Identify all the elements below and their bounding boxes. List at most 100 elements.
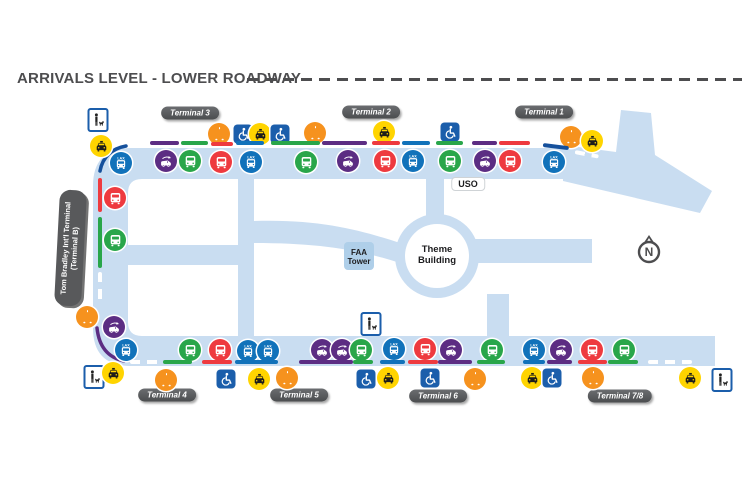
shuttle-icon-orange: t x="3.6" y="2.6" width="12.8" height="1…	[304, 122, 326, 144]
bus-icon-red	[210, 151, 232, 173]
bus-icon-green	[613, 339, 635, 361]
pet-relief-icon	[87, 108, 109, 132]
taxi-icon	[581, 130, 603, 152]
svg-text:LAX: LAX	[247, 155, 255, 159]
taxi-icon	[521, 367, 543, 389]
route-line-purple	[547, 360, 572, 364]
roadway-loop	[93, 148, 715, 366]
route-line-white	[98, 272, 102, 303]
van-shuttle-icon-purple	[155, 150, 177, 172]
route-curve-purple	[95, 326, 126, 363]
lax-shuttle-icon: LAX	[257, 340, 279, 362]
accessible-icon	[216, 369, 236, 389]
road-center-vertical	[238, 179, 254, 336]
route-line-green	[271, 141, 320, 145]
route-curve-blue	[98, 144, 128, 173]
route-line-green	[353, 360, 373, 364]
lax-shuttle-icon: LAX	[110, 152, 132, 174]
taxi-icon	[102, 362, 124, 384]
shuttle-icon-orange: t x="3.6" y="2.6" width="12.8" height="1…	[208, 123, 230, 145]
roadway-exit-ramp	[563, 110, 712, 213]
terminal-1-label: Terminal 1	[515, 105, 573, 119]
taxi-icon	[249, 123, 271, 145]
title-dashed-rule	[247, 78, 742, 81]
route-line-green	[477, 360, 505, 364]
route-line-purple	[322, 141, 367, 145]
lax-shuttle-icon: LAX	[240, 151, 262, 173]
route-line-purple	[438, 360, 472, 364]
page-title: ARRIVALS LEVEL - LOWER ROADWAY	[17, 70, 302, 87]
bus-icon-green	[350, 339, 372, 361]
van-shuttle-icon-purple	[474, 150, 496, 172]
lax-shuttle-icon: LAX	[115, 339, 137, 361]
route-line-red	[578, 360, 607, 364]
accessible-icon	[542, 368, 562, 388]
bus-icon-green	[481, 339, 503, 361]
shuttle-icon-orange: t x="3.6" y="2.6" width="12.8" height="1…	[560, 126, 582, 148]
route-line-purple	[299, 360, 353, 364]
lax-shuttle-icon: LAX	[383, 338, 405, 360]
accessible-icon	[440, 122, 460, 142]
route-line-red	[202, 360, 232, 364]
shuttle-icon-orange: t x="3.6" y="2.6" width="12.8" height="1…	[76, 306, 98, 328]
route-line-white	[130, 360, 161, 364]
accessible-icon	[420, 368, 440, 388]
bus-icon-red	[581, 339, 603, 361]
terminal-6-label: Terminal 6	[409, 389, 467, 403]
route-line-green	[98, 217, 102, 268]
van-shuttle-icon-purple	[337, 150, 359, 172]
pet-relief-icon	[360, 312, 382, 336]
pet-relief-icon	[83, 365, 105, 389]
shuttle-icon-orange: t x="3.6" y="2.6" width="12.8" height="1…	[582, 367, 604, 389]
taxi-icon	[90, 135, 112, 157]
shuttle-icon-orange: t x="3.6" y="2.6" width="12.8" height="1…	[155, 369, 177, 391]
bus-icon-green	[179, 339, 201, 361]
svg-text:LAX: LAX	[264, 344, 272, 348]
route-line-blue	[380, 360, 405, 364]
route-line-green	[181, 141, 208, 145]
road-branch-to-roundabout	[254, 220, 400, 263]
accessible-icon	[356, 369, 376, 389]
route-line-green	[163, 360, 192, 364]
faa-tower-block	[344, 242, 374, 270]
route-line-green	[608, 360, 638, 364]
route-line-white	[648, 360, 692, 364]
bus-icon-red	[499, 150, 521, 172]
bus-icon-red	[209, 339, 231, 361]
bus-icon-green	[104, 229, 126, 251]
taxi-icon	[373, 121, 395, 143]
shuttle-icon-orange: t x="3.6" y="2.6" width="12.8" height="1…	[464, 368, 486, 390]
pet-relief-icon	[711, 368, 733, 392]
route-line-purple	[150, 141, 179, 145]
bus-icon-red	[104, 187, 126, 209]
north-compass-icon: N	[634, 233, 664, 272]
van-shuttle-icon-purple	[440, 339, 462, 361]
uso-label: USO	[451, 177, 485, 191]
theme-building-island	[405, 224, 469, 288]
lax-shuttle-icon: LAX	[523, 339, 545, 361]
svg-text:LAX: LAX	[244, 344, 252, 348]
route-line-blue	[402, 141, 430, 145]
van-shuttle-icon-purple	[331, 339, 353, 361]
bus-icon-red	[414, 338, 436, 360]
route-line-red	[499, 141, 530, 145]
theme-building-label: Theme Building	[418, 244, 456, 266]
van-shuttle-icon-purple	[103, 316, 125, 338]
lax-shuttle-icon: LAX	[402, 150, 424, 172]
route-line-white	[135, 141, 147, 145]
taxi-icon	[377, 367, 399, 389]
svg-text:N: N	[645, 245, 654, 259]
taxi-icon	[248, 368, 270, 390]
svg-text:LAX: LAX	[409, 154, 417, 158]
bus-icon-red	[374, 150, 396, 172]
accessible-icon	[270, 124, 290, 144]
route-line-red	[98, 178, 102, 212]
terminal-3-label: Terminal 3	[161, 106, 219, 120]
route-line-red	[372, 141, 400, 145]
road-cross-street	[128, 245, 254, 265]
bus-icon-green	[295, 151, 317, 173]
svg-text:LAX: LAX	[390, 342, 398, 346]
accessible-icon	[233, 124, 253, 144]
